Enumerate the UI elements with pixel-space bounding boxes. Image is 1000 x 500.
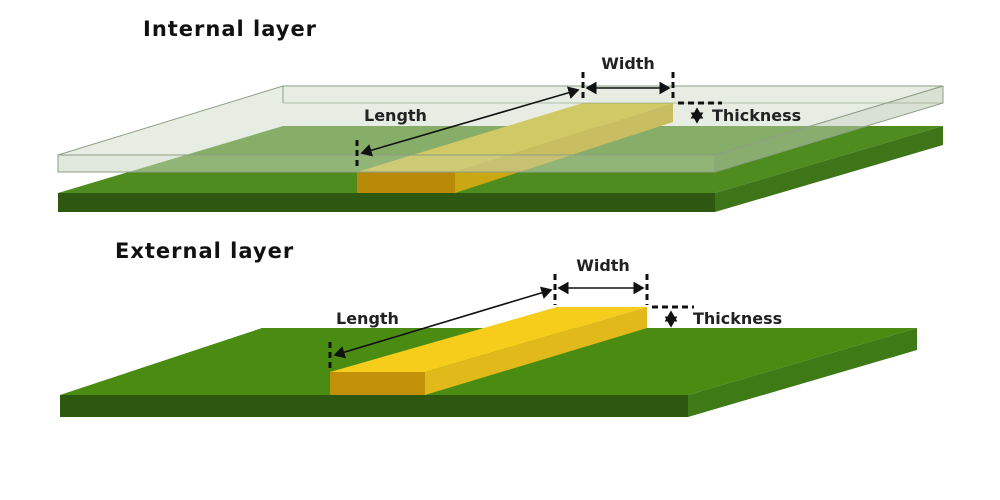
external-width-dimension: Width <box>553 256 649 305</box>
internal-thickness-dimension: Thickness <box>678 101 801 125</box>
external-layer-diagram: External layer Width Length Thickness <box>60 239 917 417</box>
external-length-dimension: Length <box>328 286 553 372</box>
external-width-label: Width <box>576 256 630 275</box>
internal-layer-title: Internal layer <box>143 17 317 41</box>
internal-length-label: Length <box>364 106 427 125</box>
external-length-label: Length <box>336 309 399 328</box>
external-thickness-dimension: Thickness <box>652 305 782 328</box>
internal-length-dimension: Length <box>355 86 580 170</box>
internal-layer-diagram: Internal layer Width Length <box>57 17 944 212</box>
internal-thickness-label: Thickness <box>712 106 801 125</box>
external-layer-title: External layer <box>115 239 294 263</box>
external-thickness-label: Thickness <box>693 309 782 328</box>
internal-width-dimension: Width <box>581 54 675 102</box>
internal-width-label: Width <box>601 54 655 73</box>
